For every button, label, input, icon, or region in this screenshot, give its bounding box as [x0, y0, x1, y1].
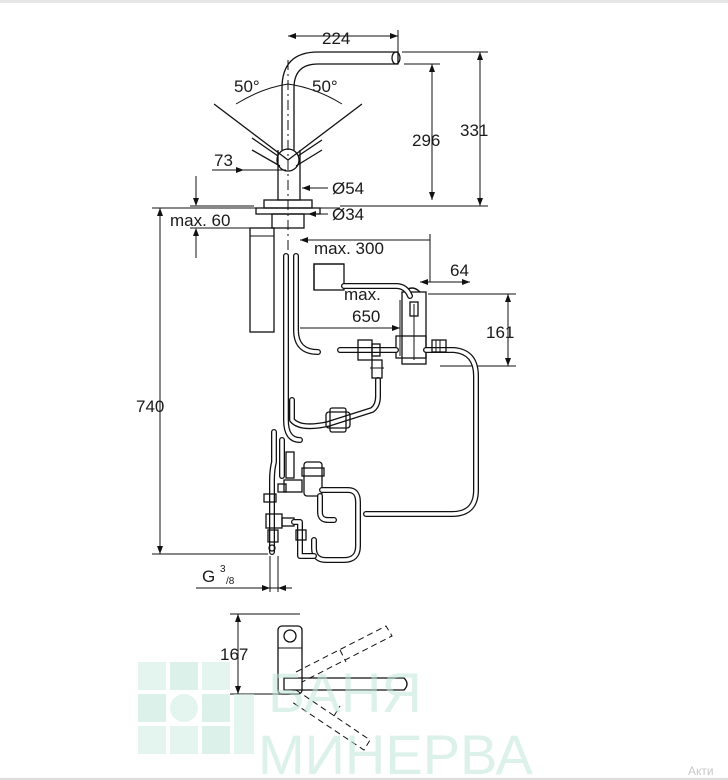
dim-top-view-167: 167 — [220, 645, 248, 664]
dim-box-64: 64 — [450, 261, 469, 280]
dim-max-60: max. 60 — [170, 211, 230, 230]
dim-max-650-label: max. — [344, 285, 381, 304]
watermark-line1: БАНЯ — [268, 661, 422, 724]
watermark-logo — [138, 662, 254, 754]
dim-thread-denominator: /8 — [226, 576, 235, 587]
angle-lines — [213, 83, 363, 161]
dim-angle-right: 50° — [312, 77, 338, 96]
dim-diameter-54: Ø54 — [332, 179, 364, 198]
watermark-line2: МИНЕРВА — [258, 723, 534, 780]
dim-thread-numerator: 3 — [220, 564, 226, 575]
dim-height-331: 331 — [460, 121, 488, 140]
dimension-lines — [152, 30, 516, 592]
dim-max-300: max. 300 — [314, 239, 384, 258]
plumbing — [263, 253, 479, 563]
dim-total-740: 740 — [136, 397, 164, 416]
watermark-cut-text: Акти — [688, 764, 714, 778]
dim-diameter-34: Ø34 — [332, 205, 364, 224]
dim-lever-73: 73 — [214, 151, 233, 170]
dim-max-650-value: 650 — [352, 307, 380, 326]
faucet-top-view — [230, 613, 408, 751]
dim-thread-g: G — [202, 567, 215, 586]
dim-height-296: 296 — [412, 131, 440, 150]
dim-box-161: 161 — [486, 323, 514, 342]
bottom-border — [0, 778, 728, 780]
dim-angle-left: 50° — [234, 77, 260, 96]
dim-spout-reach: 224 — [322, 29, 350, 48]
top-border — [0, 0, 728, 3]
